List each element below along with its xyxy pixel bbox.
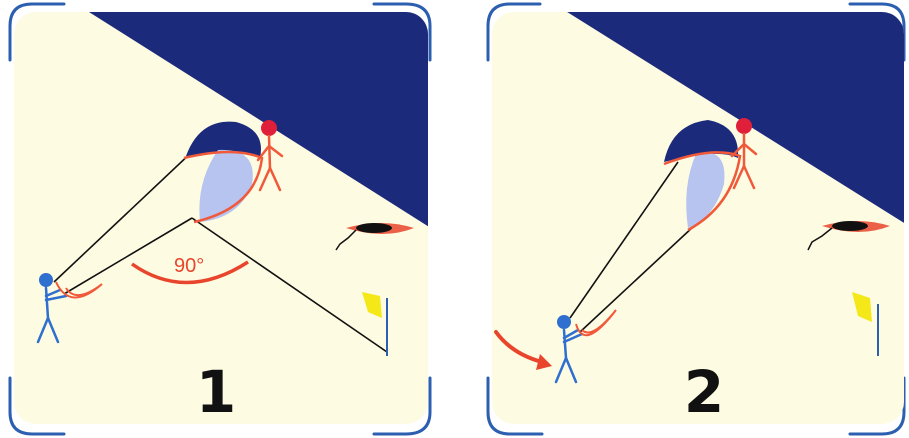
angle-label: 90° <box>174 255 204 277</box>
step-2-panel: 2 <box>482 0 909 438</box>
step-number: 1 <box>196 358 236 426</box>
step-1-panel: 90° 1 <box>4 0 434 438</box>
step-number: 2 <box>684 358 724 426</box>
step-2-illustration: 2 <box>482 0 909 438</box>
step-1-illustration: 90° 1 <box>4 0 434 438</box>
